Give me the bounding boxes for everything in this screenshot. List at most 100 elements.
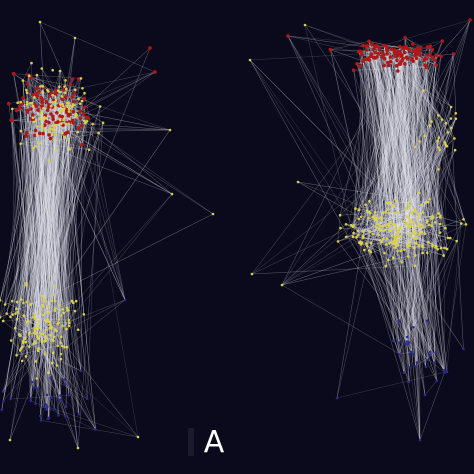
node-red	[439, 54, 443, 59]
edge	[401, 262, 407, 342]
edge	[44, 301, 96, 430]
edge	[30, 400, 96, 430]
edge	[387, 62, 441, 218]
node-yellow	[360, 241, 364, 244]
edge	[249, 59, 362, 217]
node-yellow	[427, 200, 430, 204]
edge	[20, 317, 33, 336]
edge	[398, 265, 415, 321]
edge	[45, 121, 79, 330]
edge	[373, 48, 412, 353]
edge	[32, 104, 79, 449]
node-yellow	[61, 131, 64, 135]
edge	[388, 259, 400, 343]
edge	[47, 406, 139, 438]
edge	[381, 60, 398, 218]
edge	[73, 78, 82, 102]
node-red	[414, 56, 419, 60]
node-blue	[57, 414, 60, 417]
edge	[399, 55, 437, 229]
node-yellow	[40, 67, 44, 70]
node-red	[382, 43, 386, 48]
edge	[13, 73, 60, 320]
edge	[47, 118, 81, 419]
edge	[371, 44, 416, 147]
edge	[287, 35, 388, 51]
edge	[25, 86, 44, 137]
edge	[367, 125, 430, 247]
node-yellow	[402, 219, 406, 223]
edge	[38, 106, 73, 328]
node-yellow	[5, 312, 8, 315]
edge	[77, 122, 104, 449]
node-red	[357, 64, 362, 69]
node-yellow	[392, 256, 395, 260]
node-red	[80, 142, 84, 147]
node-red	[411, 49, 416, 53]
edge	[427, 224, 430, 253]
node-yellow	[79, 77, 83, 80]
edge	[366, 210, 402, 263]
edge	[373, 48, 415, 234]
node-yellow	[49, 334, 52, 337]
node-red	[403, 36, 407, 40]
edge	[44, 88, 67, 118]
node-red	[10, 118, 15, 123]
node-yellow	[433, 221, 437, 224]
node-yellow	[391, 234, 394, 238]
edge	[426, 53, 454, 203]
edge	[369, 201, 394, 244]
node-yellow	[30, 61, 33, 65]
edge	[413, 51, 416, 210]
edge	[3, 99, 57, 401]
edge	[404, 113, 456, 344]
edge	[370, 56, 382, 243]
node-yellow	[399, 249, 402, 252]
node-yellow	[74, 299, 78, 303]
node-yellow	[81, 87, 84, 90]
node-yellow	[396, 249, 399, 253]
edge	[365, 121, 432, 205]
node-red	[401, 46, 405, 50]
edge	[53, 122, 57, 341]
node-yellow	[431, 244, 434, 248]
edge	[60, 104, 68, 308]
edge	[353, 49, 368, 226]
node-red	[25, 110, 30, 114]
edge	[35, 98, 79, 404]
node-yellow	[48, 310, 51, 314]
node-blue	[64, 405, 68, 409]
edge	[330, 41, 370, 50]
edge	[29, 98, 85, 347]
node-yellow	[413, 237, 417, 241]
node-yellow	[296, 180, 300, 184]
edge	[287, 35, 390, 214]
edge	[281, 233, 425, 286]
edge	[63, 106, 88, 399]
node-yellow	[374, 218, 378, 222]
node-yellow	[38, 20, 42, 24]
edge	[364, 59, 436, 223]
edge	[358, 218, 400, 343]
node-yellow	[29, 302, 33, 306]
edge	[37, 126, 171, 131]
edge	[387, 53, 439, 148]
edge	[380, 54, 419, 241]
node-yellow	[416, 237, 419, 240]
edge	[345, 132, 448, 238]
edge	[14, 328, 47, 410]
edge	[51, 113, 84, 364]
node-yellow	[446, 131, 450, 134]
edge	[386, 48, 407, 239]
edge	[370, 242, 427, 367]
node-yellow	[63, 346, 66, 349]
node-blue	[38, 414, 42, 418]
node-yellow	[20, 359, 24, 363]
edge	[42, 125, 53, 340]
edge	[53, 109, 64, 287]
right-net-nodes	[248, 18, 472, 442]
node-blue	[39, 419, 43, 422]
edge	[375, 219, 411, 242]
edge	[63, 312, 69, 396]
node-red	[60, 114, 64, 119]
